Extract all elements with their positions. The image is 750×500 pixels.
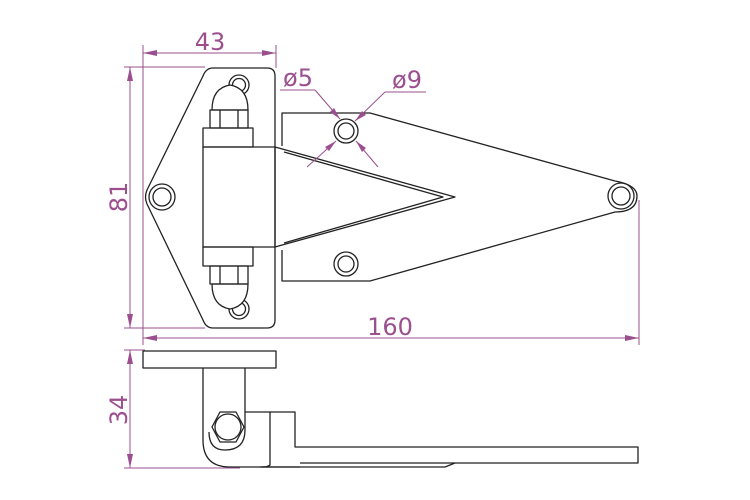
side-leaf-bottom [260, 462, 456, 468]
dim-label-o9: ø9 [392, 66, 422, 94]
leaf-v-notch-outer [274, 146, 456, 248]
upper-washer [202, 127, 254, 148]
leaf-bottom-hole-inner [337, 255, 355, 273]
lower-washer [202, 246, 254, 267]
side-barrel-inner [208, 368, 246, 451]
upper-cap-nut [211, 84, 249, 111]
top-view [144, 67, 638, 329]
side-leaf [245, 411, 639, 464]
leaf-top-hole-inner [337, 122, 355, 140]
leaf-end-hole-inner [611, 186, 631, 206]
side-hex-bolt [211, 411, 245, 443]
leaf-v-notch-inner [283, 151, 444, 244]
upper-hex-nut [209, 109, 249, 129]
leaf-bottom-hole-outer [333, 251, 359, 277]
lower-hex-nut [209, 265, 249, 285]
dim-label-34: 34 [105, 395, 133, 426]
side-view [142, 350, 639, 468]
side-bolt-circle [214, 413, 242, 441]
dim-label-43: 43 [195, 28, 226, 56]
dim-label-81: 81 [105, 182, 133, 213]
left-hole-outer [148, 183, 176, 211]
dim-label-o5: ø5 [283, 64, 313, 92]
side-leaf-bend [261, 412, 271, 468]
leaf-top-hole-outer [333, 118, 359, 144]
side-plate [142, 350, 277, 369]
base-plate-outline [144, 67, 276, 329]
dimensions: 43 81 160 ø5 ø9 34 [105, 28, 640, 469]
left-hole-inner [152, 187, 172, 207]
leaf-outline [281, 112, 638, 282]
barrel-body [202, 146, 276, 248]
lower-cap-nut [211, 283, 249, 310]
dim-label-160: 160 [367, 313, 413, 341]
side-barrel-outer [202, 368, 300, 468]
leaf-end-hole-outer [607, 182, 635, 210]
